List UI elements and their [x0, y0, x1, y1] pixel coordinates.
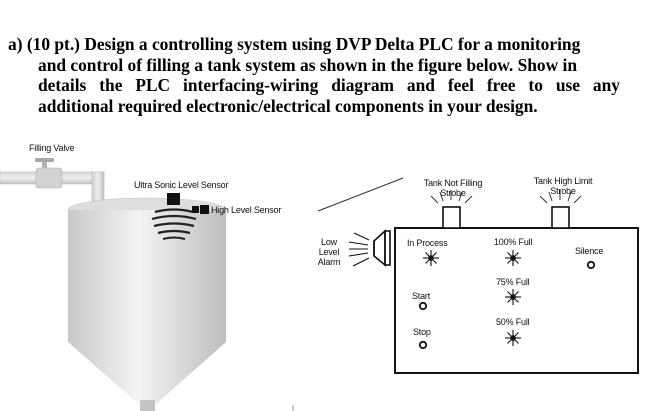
question-line-1: a) (10 pt.) Design a controlling system … [8, 34, 581, 54]
tank-icon [67, 197, 227, 411]
question-line-4: additional required electronic/electrica… [38, 95, 538, 116]
stop-label: Stop [413, 327, 431, 337]
tank-high-limit-line-1: Tank High Limit [533, 176, 593, 186]
tank-not-filling-strobe-icon [430, 190, 473, 229]
alarm-horn-icon [348, 229, 391, 267]
filling-valve-icon [35, 158, 63, 189]
in-process-lamp-icon [423, 250, 439, 266]
tank-high-limit-strobe-icon [539, 190, 582, 229]
stop-button[interactable] [418, 340, 428, 350]
silence-label: Silence [575, 246, 604, 256]
filling-valve-label: Filling Valve [29, 143, 75, 153]
question-line-3-text: details the PLC interfacing-wiring diagr… [38, 75, 620, 95]
question-text: a) (10 pt.) Design a controlling system … [8, 34, 628, 116]
in-process-label: In Process [407, 238, 448, 248]
question-line-3: details the PLC interfacing-wiring diagr… [8, 75, 628, 96]
high-level-sensor-label: High Level Sensor [211, 205, 282, 215]
low-level-alarm-label: Low Level Alarm [312, 237, 346, 267]
low-level-alarm-line-3: Alarm [317, 257, 341, 267]
full-100-lamp-icon [505, 250, 521, 266]
full-50-label: 50% Full [496, 317, 530, 327]
full-75-lamp-icon [505, 289, 521, 305]
full-75-label: 75% Full [496, 277, 530, 287]
tank-high-limit-line-2: Strobe [550, 186, 576, 196]
question-line-2: and control of filling a tank system as … [38, 54, 578, 75]
low-level-alarm-line-1: Low [321, 237, 337, 247]
ultrasonic-sensor-icon [151, 193, 197, 240]
silence-button[interactable] [586, 260, 596, 270]
tank-not-filling-line-1: Tank Not Filling [423, 178, 483, 188]
low-level-alarm-line-2: Level [318, 247, 340, 257]
tank-not-filling-line-2: Strobe [440, 188, 466, 198]
start-label: Start [412, 291, 431, 301]
divider-line [317, 177, 404, 212]
tank-not-filling-strobe-label: Tank Not Filling Strobe [416, 178, 490, 198]
tank-high-limit-strobe-label: Tank High Limit Strobe [526, 176, 600, 196]
start-button[interactable] [418, 301, 428, 311]
high-level-sensor-icon [192, 205, 209, 214]
ultrasonic-sensor-label: Ultra Sonic Level Sensor [134, 180, 229, 190]
full-50-lamp-icon [505, 330, 521, 346]
full-100-label: 100% Full [494, 237, 533, 247]
